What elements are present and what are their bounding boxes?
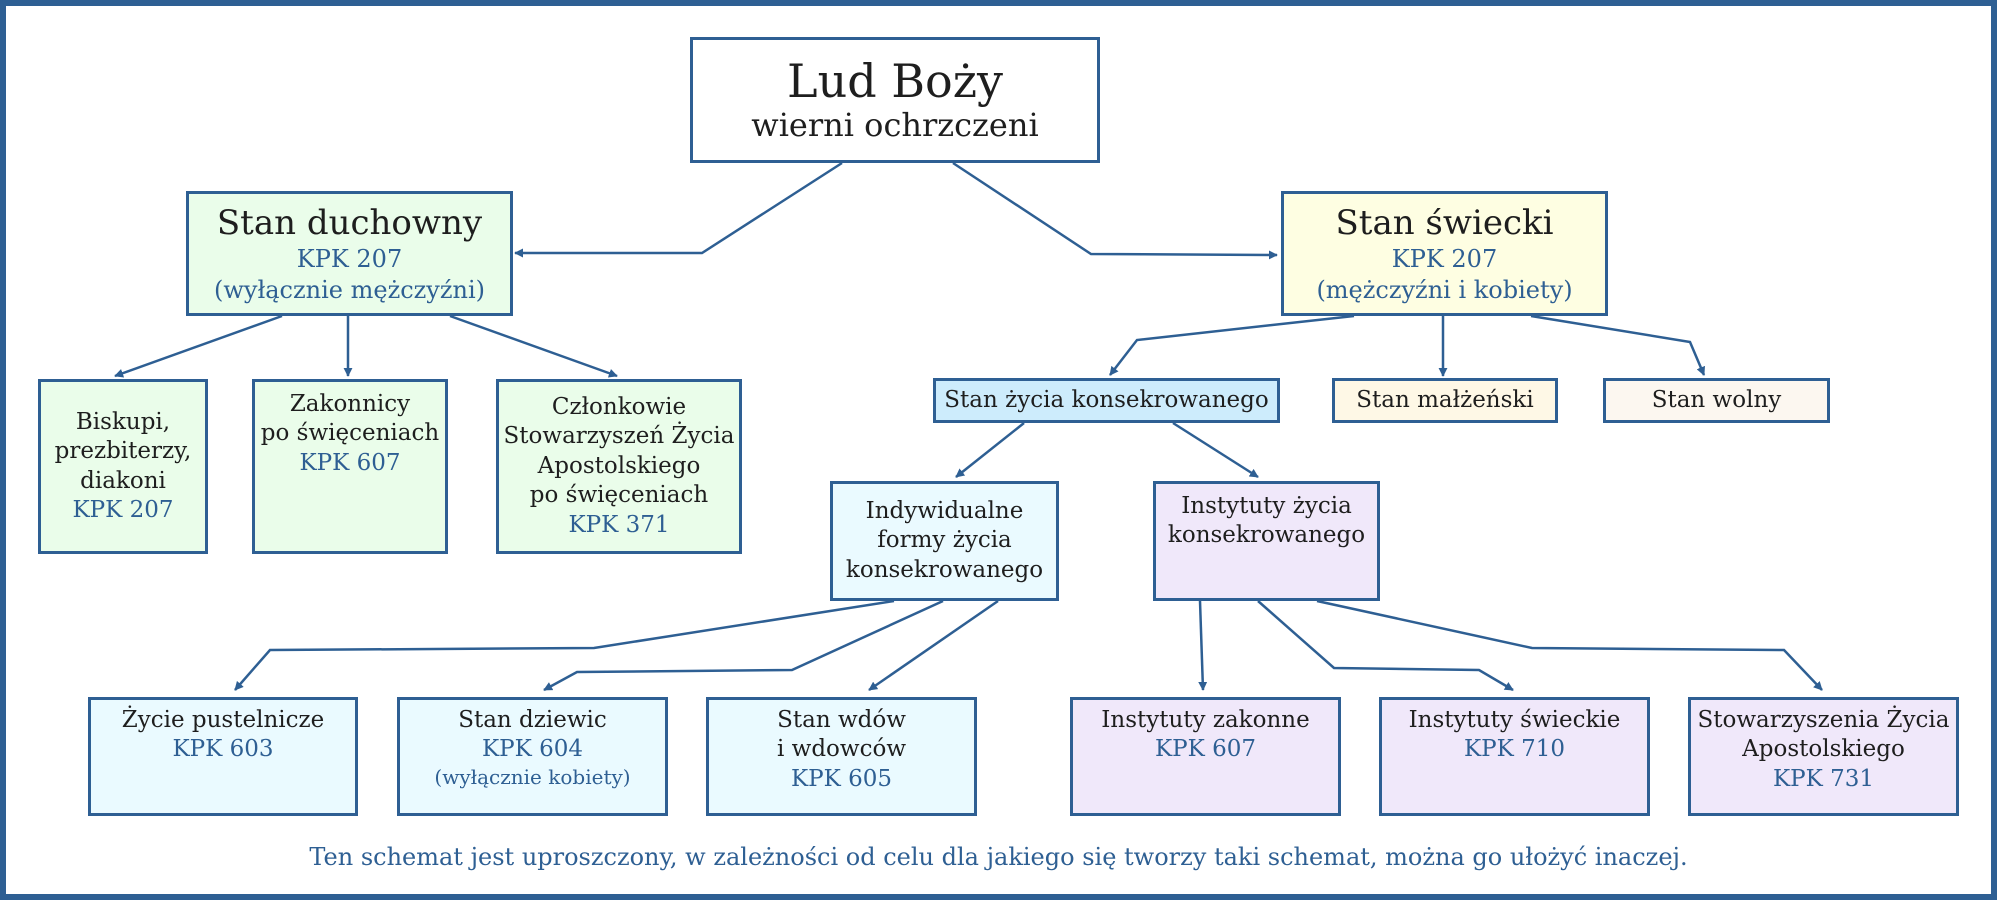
arrow-institutes-to-religious [1198, 600, 1208, 691]
consecrated-institutes-line: konsekrowanego [1167, 522, 1366, 549]
secular-institutes-ref: KPK 710 [1463, 736, 1566, 763]
consecrated-life-box: Stan życia konsekrowanego [933, 378, 1280, 423]
clergy-title: Stan duchowny [216, 202, 483, 243]
apostolic-societies-ref: KPK 731 [1772, 765, 1875, 792]
married-state-box: Stan małżeński [1332, 378, 1558, 423]
bishops-ref: KPK 207 [72, 496, 174, 523]
ordained-religious-line: Zakonnicy [289, 391, 411, 417]
footnote: Ten schemat jest uproszczony, w zależnoś… [309, 843, 1688, 871]
lay-ref: KPK 207 [1391, 245, 1498, 274]
arrow-individual-to-hermit [234, 599, 895, 691]
apostolic-societies-box: Stowarzyszenia Życia Apostolskiego KPK 7… [1688, 697, 1959, 816]
hermit-life-box: Życie pustelnicze KPK 603 [88, 697, 358, 816]
religious-institutes-ref: KPK 607 [1154, 736, 1257, 763]
apostolic-societies-line: Apostolskiego [1742, 736, 1905, 763]
arrow-root-to-clergy [514, 161, 843, 258]
arrow-institutes-to-secular [1257, 600, 1514, 692]
consecrated-institutes-box: Instytuty życia konsekrowanego [1153, 481, 1380, 601]
married-state-label: Stan małżeński [1356, 386, 1534, 413]
clergy-ref: KPK 207 [296, 245, 403, 274]
individual-forms-line: konsekrowanego [845, 556, 1044, 583]
widows-box: Stan wdów i wdowców KPK 605 [706, 697, 977, 816]
virgins-line: Stan dziewic [458, 707, 607, 733]
arrow-clergy-to-bishops [114, 314, 283, 378]
consecrated-life-label: Stan życia konsekrowanego [944, 386, 1269, 413]
secular-institutes-box: Instytuty świeckie KPK 710 [1379, 697, 1650, 816]
virgins-note: (wyłącznie kobiety) [434, 764, 631, 789]
bishops-line: Biskupi, [75, 408, 171, 435]
bishops-line: prezbiterzy, [54, 438, 192, 465]
religious-institutes-line: Instytuty zakonne [1101, 707, 1310, 733]
society-members-line: Członkowie [551, 393, 687, 420]
arrow-lay-to-single [1530, 314, 1706, 376]
society-members-line: po święceniach [529, 482, 709, 509]
widows-line: Stan wdów [777, 707, 906, 733]
ordained-religious-box: Zakonnicy po święceniach KPK 607 [252, 379, 448, 554]
ordained-religious-ref: KPK 607 [299, 449, 401, 476]
root-subtitle: wierni ochrzczeni [751, 106, 1039, 145]
apostolic-societies-line: Stowarzyszenia Życia [1697, 707, 1950, 733]
society-members-line: Apostolskiego [537, 452, 701, 479]
society-members-ref: KPK 371 [568, 511, 670, 538]
arrow-consecrated-to-individual [955, 422, 1025, 478]
religious-institutes-box: Instytuty zakonne KPK 607 [1070, 697, 1341, 816]
bishops-box: Biskupi, prezbiterzy, diakoni KPK 207 [38, 379, 208, 554]
individual-forms-line: Indywidualne [865, 497, 1024, 524]
virgins-ref: KPK 604 [481, 736, 584, 763]
individual-forms-box: Indywidualne formy życia konsekrowanego [830, 481, 1059, 601]
lay-title: Stan świecki [1335, 202, 1554, 243]
hermit-life-line: Życie pustelnicze [121, 707, 325, 733]
arrow-individual-to-virgins [543, 599, 944, 692]
arrow-consecrated-to-institutes [1172, 421, 1259, 479]
arrow-root-to-lay [952, 161, 1278, 260]
society-members-box: Członkowie Stowarzyszeń Życia Apostolski… [496, 379, 742, 554]
bishops-line: diakoni [80, 467, 166, 494]
arrow-individual-to-widows [868, 599, 999, 692]
consecrated-institutes-line: Instytuty życia [1181, 493, 1352, 519]
single-state-box: Stan wolny [1603, 378, 1830, 423]
secular-institutes-line: Instytuty świeckie [1408, 707, 1621, 733]
arrow-clergy-to-members [449, 314, 618, 378]
arrow-institutes-to-societies [1316, 599, 1823, 691]
arrow-lay-to-consecrated [1109, 314, 1355, 376]
virgins-box: Stan dziewic KPK 604 (wyłącznie kobiety) [397, 697, 668, 816]
root-title: Lud Boży [787, 53, 1003, 108]
lay-box: Stan świecki KPK 207 (mężczyźni i kobiet… [1281, 191, 1608, 316]
single-state-label: Stan wolny [1651, 386, 1782, 413]
hermit-life-ref: KPK 603 [172, 736, 274, 763]
clergy-box: Stan duchowny KPK 207 (wyłącznie mężczyź… [186, 191, 513, 316]
individual-forms-line: formy życia [877, 527, 1012, 554]
widows-ref: KPK 605 [790, 765, 893, 792]
society-members-line: Stowarzyszeń Życia [503, 423, 735, 450]
lay-note: (mężczyźni i kobiety) [1316, 275, 1573, 304]
root-box: Lud Boży wierni ochrzczeni [690, 37, 1100, 163]
widows-line: i wdowców [776, 736, 907, 763]
clergy-note: (wyłącznie mężczyźni) [214, 275, 485, 304]
ordained-religious-line: po święceniach [260, 420, 440, 447]
